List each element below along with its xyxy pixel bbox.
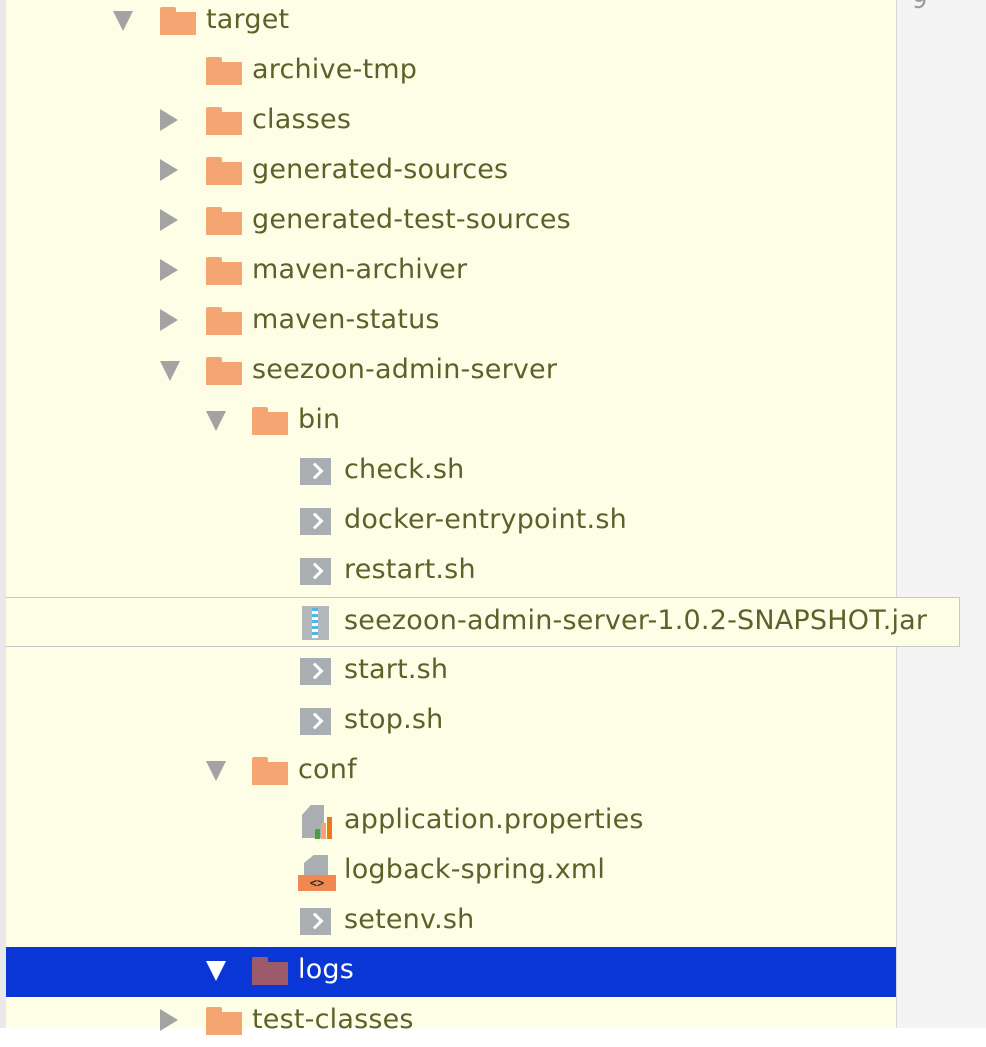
tree-item-label: docker-entrypoint.sh xyxy=(344,504,627,535)
tree-item-label: conf xyxy=(298,754,357,785)
expand-arrow-icon[interactable] xyxy=(113,11,133,31)
jar-archive-icon xyxy=(302,606,329,640)
tree-item-logs[interactable]: logs xyxy=(6,947,896,997)
folder-icon xyxy=(206,207,242,237)
tree-item-label: archive-tmp xyxy=(252,54,418,85)
tree-item-bin[interactable]: bin xyxy=(6,397,896,447)
folder-icon xyxy=(206,107,242,137)
tree-item-label: seezoon-admin-server-1.0.2-SNAPSHOT.jar xyxy=(344,605,928,636)
folder-icon xyxy=(252,407,288,437)
tree-item-generated-test-sources[interactable]: generated-test-sources xyxy=(6,197,896,247)
tree-item-check-sh[interactable]: check.sh xyxy=(6,447,896,497)
line-number: 9 xyxy=(912,0,928,14)
tree-item-label: application.properties xyxy=(344,804,644,835)
folder-icon xyxy=(206,357,242,387)
tree-item-label: bin xyxy=(298,404,341,435)
tree-item-logback-spring-xml[interactable]: <> logback-spring.xml xyxy=(6,847,896,897)
folder-icon xyxy=(206,57,242,87)
editor-pane[interactable] xyxy=(896,0,986,1028)
tree-item-maven-archiver[interactable]: maven-archiver xyxy=(6,247,896,297)
tree-item-stop-sh[interactable]: stop.sh xyxy=(6,697,896,747)
shell-script-icon xyxy=(300,908,331,935)
collapse-arrow-icon[interactable] xyxy=(160,109,178,131)
tree-item-start-sh[interactable]: start.sh xyxy=(6,647,896,697)
folder-icon xyxy=(252,757,288,787)
tree-item-test-classes[interactable]: test-classes xyxy=(6,997,896,1047)
shell-script-icon xyxy=(300,558,331,585)
tree-item-label: check.sh xyxy=(344,454,465,485)
tree-item-restart-sh[interactable]: restart.sh xyxy=(6,547,896,597)
tree-item-label: classes xyxy=(252,104,352,135)
xml-glyph: <> xyxy=(298,875,336,891)
folder-icon xyxy=(206,157,242,187)
tree-item-label: stop.sh xyxy=(344,704,444,735)
folder-icon xyxy=(206,1007,242,1037)
xml-file-icon: <> xyxy=(298,855,338,891)
tree-item-generated-sources[interactable]: generated-sources xyxy=(6,147,896,197)
tree-item-classes[interactable]: classes xyxy=(6,97,896,147)
tree-item-label: maven-status xyxy=(252,304,440,335)
tree-item-maven-status[interactable]: maven-status xyxy=(6,297,896,347)
left-border xyxy=(0,0,6,1028)
tree-item-label: restart.sh xyxy=(344,554,476,585)
tree-item-label: setenv.sh xyxy=(344,904,475,935)
tree-item-label: target xyxy=(206,4,290,35)
tree-item-label: maven-archiver xyxy=(252,254,468,285)
tree-item-docker-entrypoint-sh[interactable]: docker-entrypoint.sh xyxy=(6,497,896,547)
expand-arrow-icon[interactable] xyxy=(206,411,226,431)
tree-item-label: logback-spring.xml xyxy=(344,854,606,885)
collapse-arrow-icon[interactable] xyxy=(160,1009,178,1031)
expand-arrow-icon[interactable] xyxy=(206,761,226,781)
tree-item-label: generated-sources xyxy=(252,154,509,185)
tree-item-label: test-classes xyxy=(252,1004,414,1035)
shell-script-icon xyxy=(300,658,331,685)
folder-icon xyxy=(252,957,288,987)
folder-icon xyxy=(206,257,242,287)
tree-item-label: generated-test-sources xyxy=(252,204,571,235)
tree-item-application-properties[interactable]: application.properties xyxy=(6,797,896,847)
expand-arrow-icon[interactable] xyxy=(160,361,180,381)
expand-arrow-icon[interactable] xyxy=(206,961,226,981)
tree-item-seezoon-admin-server[interactable]: seezoon-admin-server xyxy=(6,347,896,397)
shell-script-icon xyxy=(300,508,331,535)
shell-script-icon xyxy=(300,708,331,735)
tree-item-jar[interactable]: seezoon-admin-server-1.0.2-SNAPSHOT.jar xyxy=(6,597,960,647)
tree-item-target[interactable]: target xyxy=(6,0,896,47)
folder-icon xyxy=(160,7,196,37)
tree-item-archive-tmp[interactable]: archive-tmp xyxy=(6,47,896,97)
collapse-arrow-icon[interactable] xyxy=(160,309,178,331)
properties-file-icon xyxy=(300,805,332,841)
tree-item-label: seezoon-admin-server xyxy=(252,354,558,385)
tree-item-conf[interactable]: conf xyxy=(6,747,896,797)
tree-item-label: logs xyxy=(298,954,355,985)
tree-item-label: start.sh xyxy=(344,654,449,685)
tree-item-setenv-sh[interactable]: setenv.sh xyxy=(6,897,896,947)
collapse-arrow-icon[interactable] xyxy=(160,209,178,231)
folder-icon xyxy=(206,307,242,337)
collapse-arrow-icon[interactable] xyxy=(160,159,178,181)
shell-script-icon xyxy=(300,458,331,485)
project-tree-panel[interactable] xyxy=(6,0,896,1028)
collapse-arrow-icon[interactable] xyxy=(160,259,178,281)
